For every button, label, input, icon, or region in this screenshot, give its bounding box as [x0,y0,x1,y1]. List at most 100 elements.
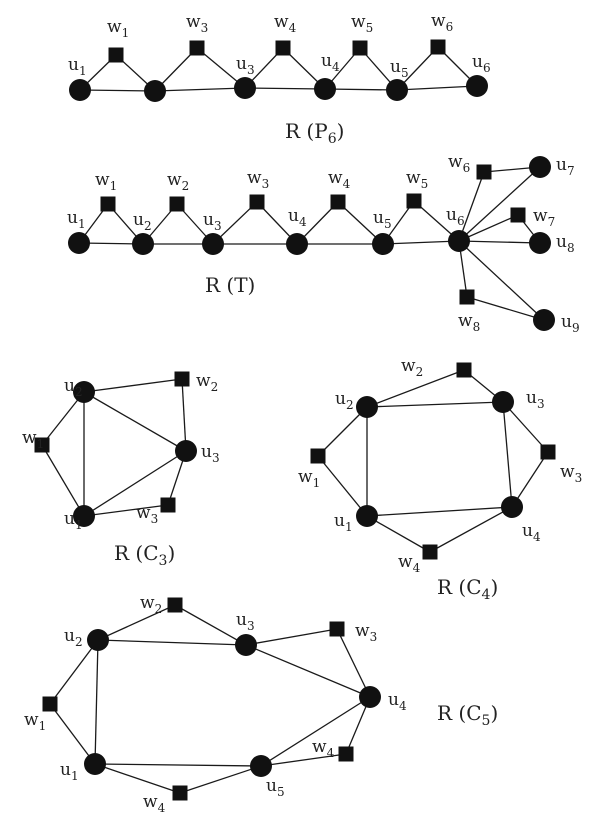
edge-u1-u2 [94,639,99,765]
vertex-w4 [330,194,346,210]
vertex-label-w3: w3 [355,621,377,644]
vertex-label-u4: u4 [321,51,340,74]
vertex-label-w3: w3 [560,462,582,485]
vertex-u3 [175,440,197,462]
vertex-label-u1: u1 [68,55,87,78]
vertex-w6 [430,39,446,55]
vertex-label-u2: u2 [133,210,152,233]
vertex-label-w8: w8 [458,311,480,334]
vertex-u3 [234,77,256,99]
diagram-title: R (C4) [437,575,498,603]
vertex-label-w4: w4 [398,552,421,575]
vertex-w2 [169,196,185,212]
vertex-label-w3: w3 [247,168,269,191]
edge-u5-u1 [94,763,262,767]
vertex-w4b [172,785,188,801]
edge-u2-w2 [97,604,176,641]
vertex-w8 [459,289,475,305]
edge-u3-u1 [83,450,187,517]
vertex-u2 [132,233,154,255]
edge-u6-w6 [458,171,485,242]
vertex-label-u3: u3 [201,442,220,465]
vertex-w5 [352,40,368,56]
vertex-label-u7: u7 [556,155,575,178]
vertex-u6 [466,75,488,97]
edge-u3-u4 [502,401,513,508]
vertex-label-u1: u1 [60,760,79,783]
edge-u6-u9 [458,240,545,321]
vertex-u4 [314,78,336,100]
vertex-label-u1: u1 [67,208,86,231]
edge-w4b-u1 [94,763,181,794]
vertex-label-u3: u3 [526,388,545,411]
vertex-w2 [167,597,183,613]
edge-u2-u3 [154,87,246,92]
vertex-u4 [359,686,381,708]
vertex-w4a [338,746,354,762]
edge-u4-u5 [324,88,398,91]
vertex-label-w1: w1 [107,17,129,40]
vertex-label-w2: w2 [196,371,218,394]
edge-w3-u1 [83,504,169,517]
diagram-title: R (P6) [285,119,344,147]
vertex-u1 [68,232,90,254]
vertex-label-w1: w1 [22,428,44,451]
vertex-label-u9: u9 [561,312,580,335]
vertex-u5 [372,233,394,255]
vertex-u8 [529,232,551,254]
edge-u1-w1 [41,444,85,517]
vertex-label-w4: w4 [274,12,297,35]
vertex-u2 [356,396,378,418]
vertex-w4 [422,544,438,560]
vertex-w6 [476,164,492,180]
vertex-label-u2: u2 [64,626,83,649]
edge-u5-w4b [179,765,262,794]
vertex-u3 [202,233,224,255]
vertex-u1 [356,505,378,527]
vertex-w5 [406,193,422,209]
vertex-w1 [42,696,58,712]
vertex-label-u2: u2 [64,376,83,399]
vertex-label-w2: w2 [140,593,162,616]
vertex-label-u6: u6 [446,205,465,228]
vertex-w1 [34,437,50,453]
vertex-u1 [73,505,95,527]
edge-u3-u4 [244,87,326,90]
edge-w4-u1 [366,515,431,553]
edge-u5-u6 [396,85,478,91]
vertex-label-u4: u4 [288,206,307,229]
vertex-u1 [69,79,91,101]
vertex-label-u3: u3 [236,610,255,633]
vertex-label-w6: w6 [431,11,453,34]
vertex-w1 [310,448,326,464]
vertex-label-u2: u2 [335,389,354,412]
vertex-u7 [529,156,551,178]
edge-u6-u7 [458,166,541,242]
vertex-label-u1: u1 [64,509,83,532]
vertex-w3 [249,194,265,210]
vertex-w1 [108,47,124,63]
edge-u2-w2 [83,378,183,393]
edge-w1-u2 [317,406,368,457]
vertex-label-w5: w5 [406,168,428,191]
edge-w1-u2 [49,639,99,705]
edge-w3-u4 [336,628,371,698]
edge-u2-u3 [366,401,504,408]
vertex-label-w4b: w4 [143,792,166,815]
vertex-u5 [250,755,272,777]
vertex-w4 [275,40,291,56]
vertex-label-u5: u5 [390,57,409,80]
edge-u4-u1 [366,506,513,517]
vertex-label-w1: w1 [298,467,320,490]
vertex-w2 [456,362,472,378]
edge-u1-w1 [317,455,368,517]
vertex-u9 [533,309,555,331]
vertex-u1 [84,753,106,775]
vertex-label-w2: w2 [401,356,423,379]
vertex-u5 [386,79,408,101]
vertex-label-w6: w6 [448,152,470,175]
diagram-title: R (T) [205,273,255,297]
vertex-u2 [87,629,109,651]
